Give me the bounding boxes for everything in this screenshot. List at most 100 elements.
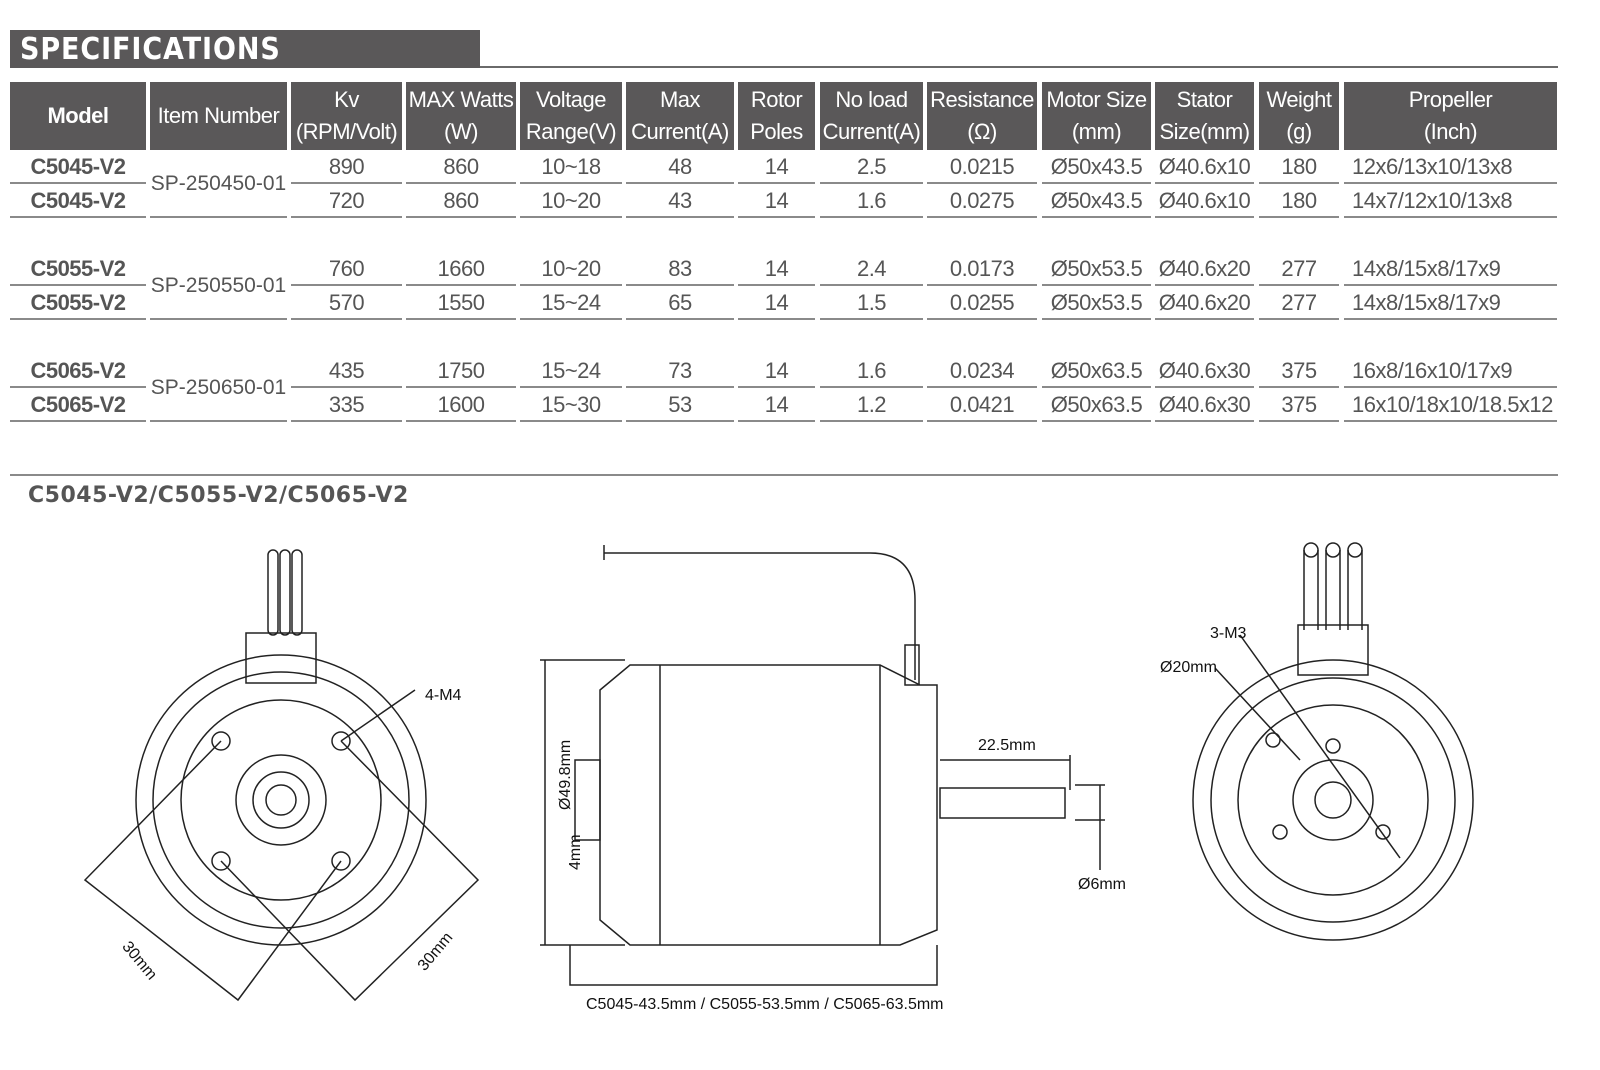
cell-propeller: 16x10/18x10/18.5x12 <box>1344 390 1557 422</box>
cell-no-load-current: 2.4 <box>820 254 923 286</box>
item-number: SP-250650-01 <box>150 356 287 422</box>
cell-voltage-range: 15~24 <box>520 356 622 388</box>
header-max-watts: MAX Watts(W) <box>406 82 516 150</box>
cell-rotor-poles: 14 <box>738 152 815 184</box>
divider <box>480 66 1558 68</box>
cell-weight: 277 <box>1259 254 1339 286</box>
header-label: Weight <box>1266 87 1332 112</box>
holes-label: 3-M3 <box>1210 625 1247 642</box>
cell-motor-size: Ø50x63.5 <box>1042 356 1151 388</box>
cell-kv: 335 <box>291 390 402 422</box>
header-weight: Weight(g) <box>1259 82 1339 150</box>
header-unit: Poles <box>750 119 803 144</box>
cell-kv: 720 <box>291 186 402 218</box>
cell-motor-size: Ø50x43.5 <box>1042 152 1151 184</box>
side-view-drawing: Ø49.8mm 4mm 22.5mm Ø6mm C5045-43.5mm / C… <box>540 545 1126 1013</box>
header-label: Max <box>659 87 701 112</box>
header-kv: Kv (RPM/Volt) <box>291 82 402 150</box>
cell-propeller: 14x8/15x8/17x9 <box>1344 254 1557 286</box>
header-label: Propeller <box>1408 87 1493 112</box>
cell-model: C5065-V2 <box>10 390 146 422</box>
header-unit: Range(V) <box>525 119 617 144</box>
cell-rotor-poles: 14 <box>738 356 815 388</box>
cell-resistance: 0.0421 <box>927 390 1037 422</box>
cell-max-current: 53 <box>626 390 734 422</box>
cell-motor-size: Ø50x43.5 <box>1042 186 1151 218</box>
cell-stator-size: Ø40.6x20 <box>1155 254 1254 286</box>
offset-label: 4mm <box>567 834 584 870</box>
header-resistance: Resistance (Ω) <box>927 82 1037 150</box>
header-label: Model <box>47 103 109 128</box>
cell-stator-size: Ø40.6x30 <box>1155 356 1254 388</box>
cell-model: C5055-V2 <box>10 254 146 286</box>
cell-stator-size: Ø40.6x10 <box>1155 152 1254 184</box>
header-unit: Current(A) <box>822 119 921 144</box>
header-unit: (Ω) <box>967 119 997 144</box>
cell-kv: 570 <box>291 288 402 320</box>
cell-max-watts: 1550 <box>406 288 516 320</box>
cell-max-current: 43 <box>626 186 734 218</box>
header-label: Motor Size <box>1046 87 1147 112</box>
cell-rotor-poles: 14 <box>738 288 815 320</box>
cell-max-watts: 1660 <box>406 254 516 286</box>
header-unit: Size(mm) <box>1159 119 1250 144</box>
cell-rotor-poles: 14 <box>738 186 815 218</box>
cell-propeller: 16x8/16x10/17x9 <box>1344 356 1557 388</box>
cell-resistance: 0.0255 <box>927 288 1037 320</box>
cell-no-load-current: 1.5 <box>820 288 923 320</box>
header-unit: Current(A) <box>631 119 729 144</box>
cell-max-watts: 860 <box>406 186 516 218</box>
cell-weight: 180 <box>1259 152 1339 184</box>
cell-resistance: 0.0215 <box>927 152 1037 184</box>
header-label: Stator <box>1176 87 1233 112</box>
cell-voltage-range: 15~30 <box>520 390 622 422</box>
length-label: C5045-43.5mm / C5055-53.5mm / C5065-63.5… <box>586 996 944 1013</box>
cell-propeller: 14x7/12x10/13x8 <box>1344 186 1557 218</box>
shaft-diameter-label: Ø6mm <box>1078 876 1126 893</box>
header-label: No load <box>835 87 908 112</box>
rear-view-drawing: 3-M3 Ø20mm <box>1160 542 1474 941</box>
cell-max-current: 48 <box>626 152 734 184</box>
cell-max-current: 73 <box>626 356 734 388</box>
dim-label: 30mm <box>118 938 160 983</box>
header-label: Rotor <box>750 87 803 112</box>
cell-model: C5045-V2 <box>10 186 146 218</box>
divider <box>10 474 1558 476</box>
cell-motor-size: Ø50x63.5 <box>1042 390 1151 422</box>
cell-weight: 375 <box>1259 356 1339 388</box>
circle-label: Ø20mm <box>1160 659 1217 676</box>
cell-stator-size: Ø40.6x30 <box>1155 390 1254 422</box>
cell-kv: 890 <box>291 152 402 184</box>
cell-voltage-range: 10~20 <box>520 254 622 286</box>
cell-model: C5065-V2 <box>10 356 146 388</box>
header-motor-size: Motor Size(mm) <box>1042 82 1151 150</box>
header-unit: (Inch) <box>1423 119 1478 144</box>
header-label: Resistance <box>930 87 1034 112</box>
cell-max-current: 83 <box>626 254 734 286</box>
cell-no-load-current: 1.6 <box>820 356 923 388</box>
header-item-number: Item Number <box>150 82 287 150</box>
section-title: SPECIFICATIONS <box>20 32 281 67</box>
cell-no-load-current: 1.2 <box>820 390 923 422</box>
cell-max-current: 65 <box>626 288 734 320</box>
shaft-length-label: 22.5mm <box>978 737 1036 754</box>
cell-model: C5045-V2 <box>10 152 146 184</box>
cell-kv: 435 <box>291 356 402 388</box>
item-number: SP-250450-01 <box>150 152 287 218</box>
cell-motor-size: Ø50x53.5 <box>1042 254 1151 286</box>
cell-stator-size: Ø40.6x20 <box>1155 288 1254 320</box>
holes-label: 4-M4 <box>425 687 462 704</box>
header-unit: (RPM/Volt) <box>295 119 398 144</box>
cell-weight: 375 <box>1259 390 1339 422</box>
cell-motor-size: Ø50x53.5 <box>1042 288 1151 320</box>
header-label: Kv <box>334 87 359 112</box>
cell-no-load-current: 1.6 <box>820 186 923 218</box>
header-label: MAX Watts <box>408 87 514 112</box>
header-label: Voltage <box>536 87 606 112</box>
